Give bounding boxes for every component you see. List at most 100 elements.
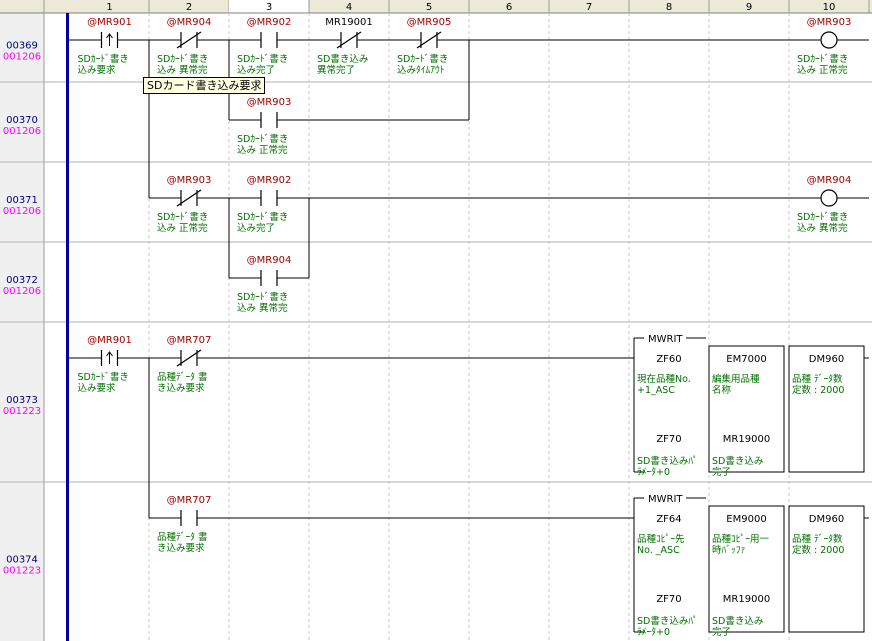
device-comment: 品種ﾃﾞｰﾀ 書 (157, 531, 208, 543)
contact-nc-slash (416, 31, 442, 49)
column-header-selected[interactable] (229, 0, 309, 13)
operand-device: MR19000 (723, 434, 770, 445)
operand-device: MR19000 (723, 594, 770, 605)
device-address: MR19001 (325, 17, 372, 28)
device-comment: 込み完了 (237, 222, 275, 234)
operand-comment: SD書き込み (712, 615, 763, 627)
operand-comment: 編集用品種 (712, 373, 760, 385)
device-comment: SDｶｰﾄﾞ書き (157, 211, 208, 223)
operand-device: ZF60 (656, 354, 681, 365)
device-address: @MR901 (87, 335, 132, 346)
column-header-1: 1 (106, 2, 112, 13)
operand-comment: 時ﾊﾞｯﾌｧ (712, 545, 746, 556)
column-header-2: 2 (186, 2, 192, 13)
operand-comment: 定数 : 2000 (792, 384, 844, 396)
device-comment: SD書き込み (317, 53, 368, 65)
device-comment: 込み 正常完 (237, 144, 288, 156)
column-header-7: 7 (586, 2, 592, 13)
operand-device: DM960 (809, 354, 844, 365)
rung-step: 001206 (3, 206, 41, 217)
column-header-6: 6 (506, 2, 512, 13)
device-comment: 込みﾀｲﾑｱｳﾄ (397, 65, 445, 76)
rising-edge-arrowhead (106, 351, 113, 357)
column-header-bar (0, 0, 872, 13)
column-header-4: 4 (346, 2, 352, 13)
device-comment: き込み要求 (157, 382, 205, 394)
device-comment: 込み 異常完 (797, 222, 848, 234)
operand-device: ZF64 (656, 514, 681, 525)
rung-step: 001206 (3, 52, 41, 63)
operand-comment: 品種ｺﾋﾟｰ先 (637, 533, 685, 545)
coil-circle[interactable] (820, 189, 838, 207)
device-comment: SDｶｰﾄﾞ書き (797, 53, 848, 65)
column-header-9: 9 (746, 2, 752, 13)
operand-box[interactable] (788, 345, 865, 473)
tooltip: SDカード書き込み要求 (143, 77, 266, 94)
device-comment: SDｶｰﾄﾞ書き (797, 211, 848, 223)
operand-comment: SD書き込みﾊﾟ (637, 455, 698, 467)
device-comment: SDｶｰﾄﾞ書き (237, 211, 288, 223)
device-address: @MR903 (167, 175, 212, 186)
operand-comment: ﾗﾒｰﾀ+0 (637, 467, 670, 478)
operand-comment: ﾗﾒｰﾀ+0 (637, 627, 670, 638)
rung-number: 00369 (6, 41, 38, 52)
operand-device: DM960 (809, 514, 844, 525)
operand-comment: 品種 ﾃﾞｰﾀ数 (792, 533, 843, 545)
coil-circle[interactable] (820, 31, 838, 49)
rising-edge-arrowhead (106, 33, 113, 39)
operand-box[interactable] (708, 345, 785, 473)
device-comment: 込み 正常完 (797, 64, 848, 76)
device-comment: 異常完了 (317, 64, 355, 76)
rung-number-column (0, 13, 44, 641)
operand-device: EM9000 (726, 514, 766, 525)
device-comment: 込み 異常完 (157, 64, 208, 76)
device-comment: SDｶｰﾄﾞ書き (237, 133, 288, 145)
operand-box[interactable] (788, 505, 865, 633)
device-address: @MR707 (167, 335, 212, 346)
device-comment: 込み要求 (78, 382, 117, 394)
operand-box[interactable] (708, 505, 785, 633)
rung-number: 00373 (6, 395, 38, 406)
contact-nc-slash (176, 349, 202, 367)
device-comment: SDｶｰﾄﾞ書き (157, 53, 208, 65)
operand-device: ZF70 (656, 434, 681, 445)
device-address: @MR902 (247, 17, 292, 28)
device-address: @MR901 (87, 17, 132, 28)
rung-number: 00370 (6, 115, 38, 126)
rung-number: 00374 (6, 555, 38, 566)
instruction-name: MWRIT (648, 494, 683, 505)
column-header-5: 5 (426, 2, 432, 13)
device-comment: 品種ﾃﾞｰﾀ 書 (157, 371, 208, 383)
left-power-rail (66, 13, 69, 641)
contact-nc-slash (176, 189, 202, 207)
operand-comment: 品種ｺﾋﾟｰ用一 (712, 534, 770, 545)
device-comment: SDｶｰﾄﾞ書き (237, 291, 288, 303)
operand-comment: 名称 (712, 384, 732, 396)
column-header-8: 8 (666, 2, 672, 13)
device-address: @MR902 (247, 175, 292, 186)
rung-step: 001206 (3, 286, 41, 297)
device-comment: SDｶｰﾄﾞ書き (78, 53, 129, 65)
operand-comment: 品種 ﾃﾞｰﾀ数 (792, 373, 843, 385)
operand-comment: +1_ASC (637, 385, 675, 396)
gutter-column (44, 13, 68, 641)
column-header-10: 10 (823, 2, 836, 13)
device-address: @MR904 (247, 255, 292, 266)
rung-step: 001223 (3, 406, 41, 417)
instruction-name: MWRIT (648, 334, 683, 345)
operand-device: ZF70 (656, 594, 681, 605)
operand-comment: SD書き込みﾊﾟ (637, 615, 698, 627)
rung-step: 001223 (3, 566, 41, 577)
column-header-3: 3 (266, 2, 272, 13)
device-comment: SDｶｰﾄﾞ書き (78, 371, 129, 383)
device-comment: SDｶｰﾄﾞ書き (237, 53, 288, 65)
rung-number: 00372 (6, 275, 38, 286)
device-comment: SDｶｰﾄﾞ書き (397, 53, 448, 65)
device-address: @MR707 (167, 495, 212, 506)
device-address: @MR905 (407, 17, 452, 28)
contact-nc-slash (176, 31, 202, 49)
operand-comment: 完了 (712, 466, 731, 478)
operand-device: EM7000 (726, 354, 766, 365)
